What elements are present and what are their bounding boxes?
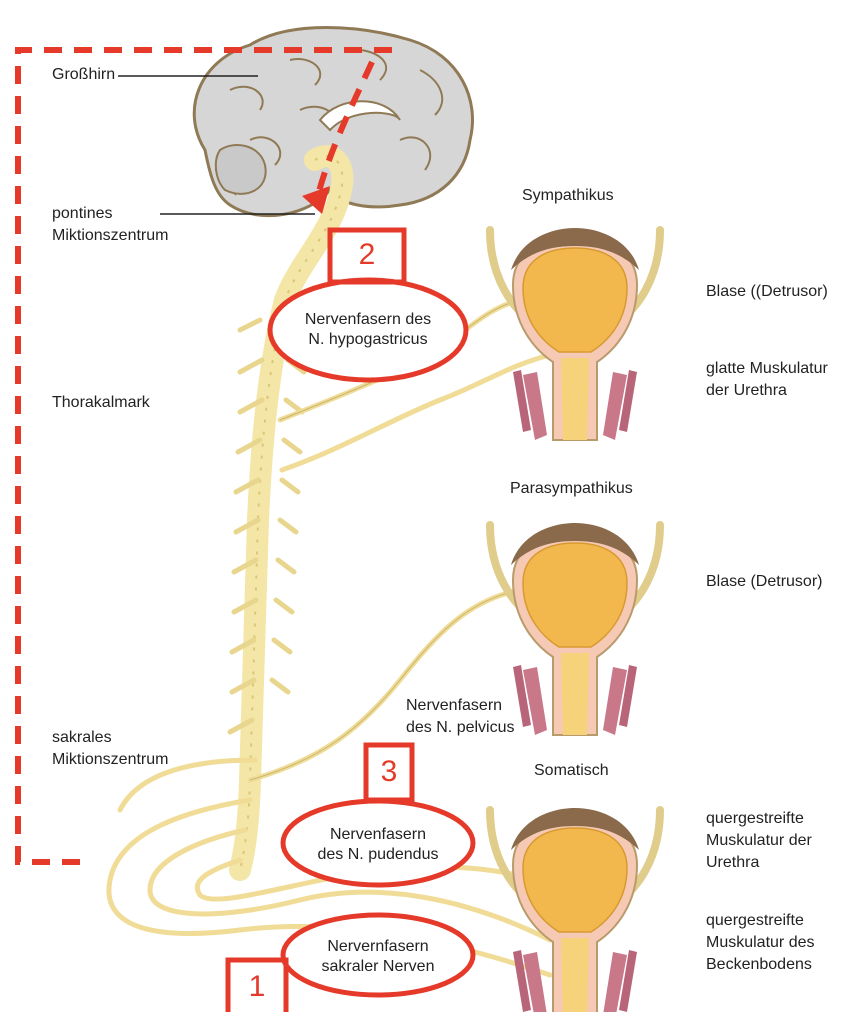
callout-sakral: Nervernfasern sakraler Nerven xyxy=(290,937,466,977)
bladder-parasympathikus xyxy=(490,523,660,735)
marker-1: 1 xyxy=(228,970,286,1004)
marker-2: 2 xyxy=(330,238,404,272)
callout-pudendus: Nervenfasern des N. pudendus xyxy=(290,825,466,865)
header-parasympathikus: Parasympathikus xyxy=(510,480,633,498)
bladder-somatisch xyxy=(490,808,660,1012)
label-thorakalmark: Thorakalmark xyxy=(52,392,150,414)
label-blase-detrusor-1: Blase ((Detrusor) xyxy=(706,281,828,303)
label-nervenfasern-pelvicus: Nervenfasern des N. pelvicus xyxy=(406,695,515,739)
spinal-cord xyxy=(230,156,342,870)
callout-hypogastricus: Nervenfasern des N. hypogastricus xyxy=(280,310,456,350)
label-grosshirn: Großhirn xyxy=(52,64,115,86)
bladder-sympathikus xyxy=(490,228,660,440)
label-quergestreifte-beckenboden: quergestreifte Muskulatur des Beckenbode… xyxy=(706,910,815,976)
header-sympathikus: Sympathikus xyxy=(522,187,614,205)
label-pontines-miktionszentrum: pontines Miktionszentrum xyxy=(52,203,168,247)
label-sakrales-miktionszentrum: sakrales Miktionszentrum xyxy=(52,727,168,771)
label-blase-detrusor-2: Blase (Detrusor) xyxy=(706,571,822,593)
marker-3: 3 xyxy=(366,755,412,789)
label-quergestreifte-urethra: quergestreifte Muskulatur der Urethra xyxy=(706,808,812,874)
label-glatte-muskulatur: glatte Muskulatur der Urethra xyxy=(706,358,828,402)
header-somatisch: Somatisch xyxy=(534,762,609,780)
